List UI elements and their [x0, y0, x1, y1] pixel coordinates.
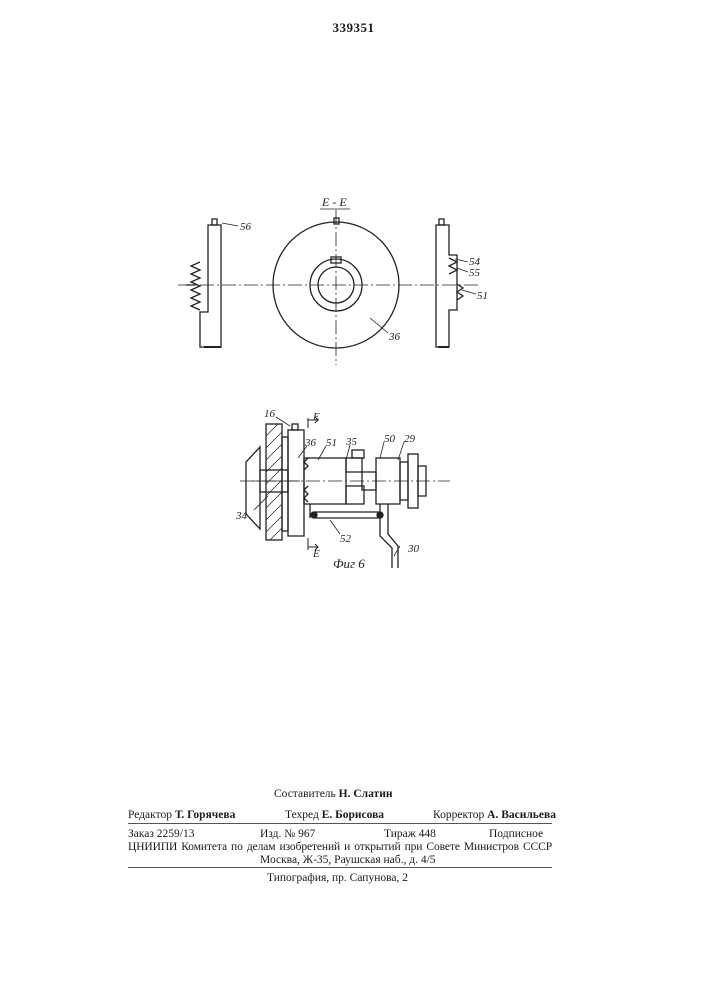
label-29: 29	[404, 433, 416, 445]
technical-drawing: Е - Е 56 36 54 55 51 16 Е 36 51 35 50 29…	[0, 0, 707, 620]
center-lines	[178, 210, 480, 365]
editor-credit: Редактор Т. Горячева	[128, 808, 235, 822]
label-30: 30	[407, 543, 420, 555]
label-51-top: 51	[477, 290, 488, 302]
imprint-rule-bottom	[128, 867, 552, 868]
label-55: 55	[469, 267, 481, 279]
label-35: 35	[345, 436, 358, 448]
corrector-credit: Корректор А. Васильева	[433, 808, 556, 822]
label-56: 56	[240, 221, 252, 233]
imprint-rule-top	[128, 823, 552, 824]
label-34: 34	[235, 510, 248, 522]
org-line: ЦНИИПИ Комитета по делам изобретений и о…	[128, 840, 552, 854]
edition-number: Изд. № 967	[260, 827, 315, 841]
section-mark-top: Е	[312, 411, 320, 423]
left-side-part	[186, 219, 221, 347]
order-number: Заказ 2259/13	[128, 827, 195, 841]
right-side-part	[436, 219, 463, 347]
subscription: Подписное	[489, 827, 543, 841]
compiler-line: Составитель Н. Слатин	[274, 787, 392, 801]
address-line: Москва, Ж-35, Раушская наб., д. 4/5	[260, 853, 436, 867]
circulation: Тираж 448	[384, 827, 436, 841]
label-36-top: 36	[388, 331, 401, 343]
label-52: 52	[340, 533, 352, 545]
printer-line: Типография, пр. Сапунова, 2	[267, 871, 408, 885]
label-36-bottom: 36	[304, 437, 317, 449]
label-51-bottom: 51	[326, 437, 337, 449]
label-16: 16	[264, 408, 276, 420]
section-mark-bottom: Е	[312, 548, 320, 560]
section-label: Е - Е	[321, 195, 347, 209]
label-50: 50	[384, 433, 396, 445]
techred-credit: Техред Е. Борисова	[285, 808, 384, 822]
figure-caption: Фиг 6	[333, 556, 365, 571]
